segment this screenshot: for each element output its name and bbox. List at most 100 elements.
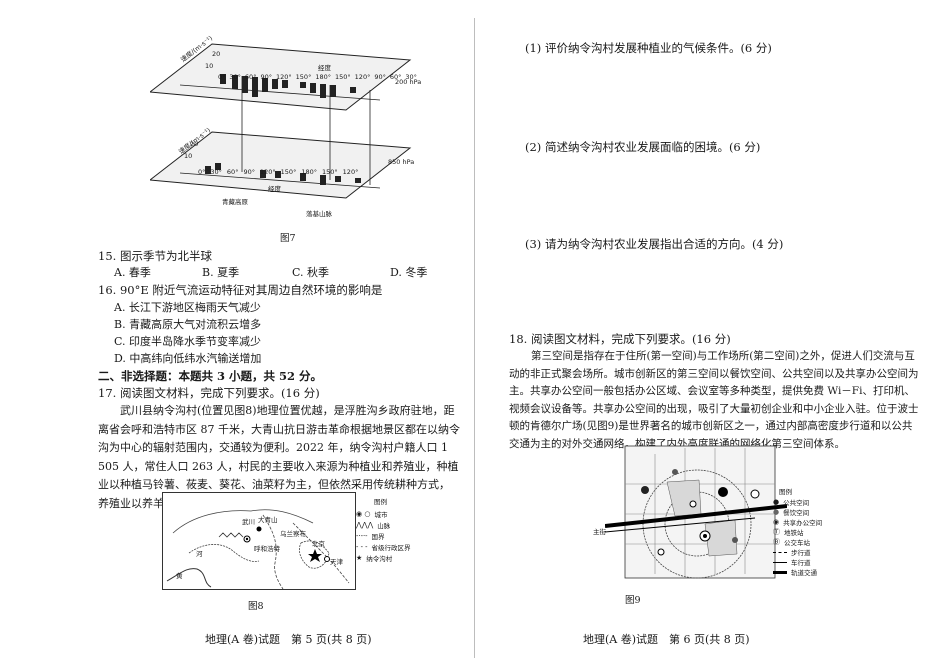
q15-option-b[interactable]: B. 夏季 [202,266,240,279]
fig9-legend-row: 车行道 [773,557,853,567]
mountain-icon: ⋀⋀⋀ [356,520,374,529]
roadway-icon [773,561,787,563]
q15-option-c[interactable]: C. 秋季 [292,266,330,279]
fig8-label-beijing: 北京 [312,540,325,548]
fig8-label-yellow: 黄 [176,572,183,580]
q15-option-a[interactable]: A. 春季 [114,266,151,279]
q18-paragraph: 第三空间是指存在于住所(第一空间)与工作场所(第二空间)之外，促进人们交流与互动… [509,350,919,450]
q16-option-b[interactable]: B. 青藏高原大气对流积云增多 [114,318,262,331]
fig9-legend-row: ● 餐饮空间 [773,507,853,517]
fig9-legend-row: ◉ 共享办公空间 [773,517,853,527]
walkway-icon [773,551,787,553]
fig9-legend-label: 餐饮空间 [783,509,810,517]
figure-8 [162,492,356,590]
fig7-upper-level: 200 hPa [395,78,422,86]
q16-option-c[interactable]: C. 印度半岛降水季节变率减少 [114,335,262,348]
fig8-legend-title: 图例 [374,498,387,506]
fig7-lower-tick: 150° [322,168,338,176]
right-page: (1) 评价纳令沟村发展种植业的气候条件。(6 分) (2) 简述纳令沟村农业发… [475,0,950,672]
figure-7 [150,43,412,199]
fig7-upper-xaxis: 经度 [318,64,331,72]
section-2-heading: 二、非选择题：本题共 3 小题，共 52 分。 [98,369,323,383]
q16-option-d[interactable]: D. 中高纬向低纬水汽输送增加 [114,352,262,365]
fig8-legend-label: 纳令沟村 [366,554,393,563]
fig9-legend-row: Ⓣ 地铁站 [773,527,853,537]
subway-station-icon: Ⓣ [773,528,780,536]
fig9-legend-row: Ⓑ 公交车站 [773,537,853,547]
fig7-lower-tick: 30° [210,168,222,176]
fig7-upper-tick: 150° [335,73,351,81]
left-footer: 地理(A 卷)试题 第 5 页(共 8 页) [205,633,372,646]
fig9-legend-label: 地铁站 [784,529,804,537]
national-border-icon: -·-·- [356,531,368,540]
fig7-lower-tick: 120° [342,168,359,176]
left-page: 速度/(m·s⁻¹) 20 10 经度 200 hPa 0° 30° 60° 9… [98,34,460,646]
q16-option-a[interactable]: A. 长江下游地区梅雨天气减少 [114,301,261,314]
fig9-legend-label: 共享办公空间 [783,519,823,527]
fig7-upper-tick: 30° [405,73,417,81]
fig8-label-wuchuan: 武川 [242,518,255,526]
fig9-legend-label: 车行道 [791,559,811,567]
fig7-lower-scale-20: 20 [190,140,199,148]
fig8-legend-label: 城市 [374,510,388,519]
fig7-lower-tick: 150° [280,168,297,176]
fig7-upper-tick: 60° [244,73,257,81]
village-icon: ★ [356,553,363,562]
fig7-upper-tick: 120° [275,73,292,81]
answer-space-3[interactable] [525,256,905,326]
fig7-lower-scale-10: 10 [184,152,193,160]
fig9-legend-row: ● 公共空间 [773,497,853,507]
fig7-lower-tick: 0° [198,168,206,176]
right-footer: 地理(A 卷)试题 第 6 页(共 8 页) [583,633,750,646]
fig7-lower-ticks: 0° 30° 60° 90° 120° 150° 180° 150° 120° [198,168,358,176]
figure-8-map [166,509,350,590]
fig9-legend: 图例 ● 公共空间 ● 餐饮空间 ◉ 共享办公空间 Ⓣ 地铁站 Ⓑ 公交车站 步… [773,486,853,577]
fig7-upper-tick: 90° [260,73,272,81]
fig8-label-hohhot: 呼和浩特 [254,545,280,553]
fig8-label-tianjin: 天津 [330,558,343,566]
fig8-legend-label: 山脉 [377,521,391,530]
q17-sub1: (1) 评价纳令沟村发展种植业的气候条件。(6 分) [525,41,772,55]
fig7-upper-scale-10: 10 [205,62,214,70]
fig8-legend-row: ⋀⋀⋀ 山脉 [356,519,430,530]
fig7-upper-tick: 180° [315,73,331,81]
fig7-lower-tick: 180° [301,168,317,176]
fig9-legend-label: 公共空间 [783,499,810,507]
fig7-upper-scale-20: 20 [212,50,221,58]
fig7-upper-tick: 60° [389,73,402,81]
fig7-lower-tick: 60° [226,168,239,176]
fig8-legend-row: ★ 纳令沟村 [356,552,430,563]
q17-sub3: (3) 请为纳令沟村农业发展指出合适的方向。(4 分) [525,237,784,251]
fig7-upper-tick: 150° [295,73,312,81]
q16-stem: 16. 90°E 附近气流运动特征对其周边自然环境的影响是 [98,283,383,297]
fig7-label-rockies: 落基山脉 [306,210,332,218]
q15-option-d[interactable]: D. 冬季 [390,266,428,279]
page-divider [474,18,475,658]
figure-9 [605,445,787,579]
answer-space-1[interactable] [525,60,905,134]
fig8-legend-row: - - - 省级行政区界 [356,541,430,552]
fig8-label-river: 河 [196,550,203,558]
city-icon: ◉ ○ [356,509,371,518]
fig7-upper-tick: 0° [218,73,226,81]
answer-space-2[interactable] [525,158,905,232]
fig8-label-daqing: 大青山 [258,516,278,524]
public-space-icon: ● [773,498,780,506]
fig8-label-mongolia: 乌兰察布 [280,530,306,538]
fig9-legend-title: 图例 [779,488,792,496]
fig8-legend-label: 国界 [371,532,385,541]
fig7-lower-tick: 120° [259,168,276,176]
dining-space-icon: ● [773,508,780,516]
q15-stem: 15. 图示季节为北半球 [98,249,212,263]
province-border-icon: - - - [356,542,368,551]
fig9-legend-row: 步行道 [773,547,853,557]
fig9-legend-label: 步行道 [791,549,811,557]
q18-stem: 18. 阅读图文材料，完成下列要求。(16 分) [509,332,731,346]
fig7-caption: 图7 [280,233,296,244]
bus-stop-icon: Ⓑ [773,538,780,546]
fig7-lower-tick: 90° [243,168,255,176]
fig7-lower-level: 850 hPa [388,158,415,166]
fig7-upper-tick: 30° [229,73,241,81]
fig9-legend-row: 轨道交通 [773,567,853,577]
fig9-legend-label: 轨道交通 [791,569,817,577]
